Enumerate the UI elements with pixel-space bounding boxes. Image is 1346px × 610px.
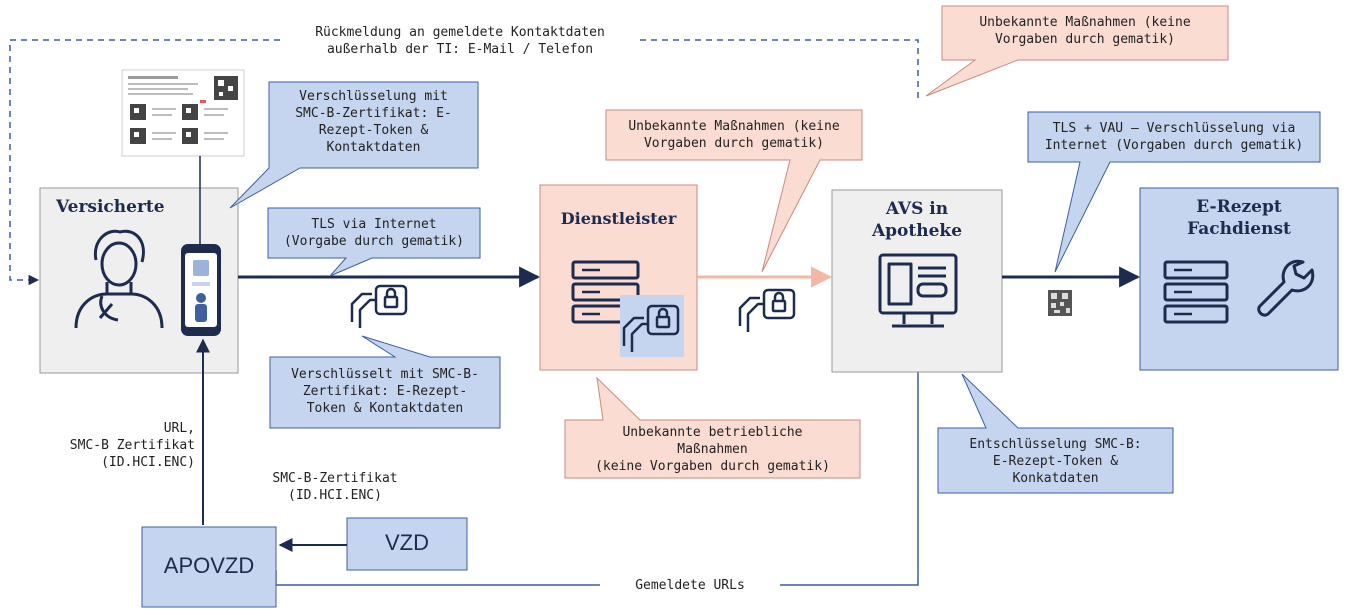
- avs-box: [831, 189, 1003, 373]
- monitor-icon: [878, 253, 958, 328]
- rueckmeldung-label: Rückmeldung an gemeldete Kontaktdaten au…: [280, 24, 640, 58]
- person-icon: [74, 229, 164, 329]
- callout-verschluesselung-shape: [229, 81, 479, 209]
- callout-tls-vau: TLS + VAU – Verschlüsselung via Internet…: [1044, 121, 1304, 153]
- wrench-icon: [1257, 259, 1315, 317]
- callout-unbekannt-mitte: Unbekannte Maßnahmen (keine Vorgaben dur…: [628, 119, 840, 151]
- rueckmeldung-dashed-line: [9, 39, 919, 286]
- prescription-document-icon: [121, 69, 245, 157]
- gemeldete-urls-label: Gemeldete URLs: [600, 577, 780, 594]
- callout-entschluesselung-shape: [937, 373, 1174, 494]
- lock-document-icon: [622, 304, 680, 352]
- avs-title: AVS in Apotheke: [871, 199, 963, 241]
- smartphone-icon: [181, 244, 221, 336]
- apovzd-box: [141, 526, 277, 608]
- vzd-box: [346, 517, 468, 571]
- callout-betriebliche: Unbekannte betriebliche Maßnahmen (keine…: [595, 425, 830, 474]
- callout-verschluesselt: Verschlüsselt mit SMC-B- Zertifikat: E-R…: [291, 367, 479, 416]
- smcb-zertifikat-label: SMC-B-Zertifikat (ID.HCI.ENC): [272, 471, 398, 503]
- dienstleister-title: Dienstleister: [560, 209, 677, 228]
- callout-unbekannt-mitte-shape: [605, 109, 863, 273]
- callout-unbekannt-oben-shape: [925, 5, 1229, 97]
- apovzd-label: APOVZD: [163, 553, 255, 578]
- url-smcb-label: URL, SMC-B Zertifikat (ID.HCI.ENC): [69, 421, 195, 470]
- callout-unbekannt-oben: Unbekannte Maßnahmen (keine Vorgaben dur…: [979, 15, 1191, 47]
- qr-code-icon: [1048, 290, 1072, 316]
- callout-verschluesselung: Verschlüsselung mit SMC-B-Zertifikat: E-…: [295, 89, 452, 155]
- lock-document-icon: [738, 288, 796, 332]
- callout-tls-vau-shape: [1027, 111, 1321, 273]
- callout-entschluesselung: Entschlüsselung SMC-B: E-Rezept-Token & …: [969, 437, 1142, 486]
- server-icon: [571, 260, 640, 324]
- vzd-label: VZD: [385, 530, 429, 555]
- callout-verschluesselt-shape: [269, 335, 501, 429]
- fachdienst-title: E-Rezept Fachdienst: [1187, 197, 1291, 239]
- callout-betriebliche-shape: [564, 376, 861, 479]
- lock-document-icon: [350, 284, 408, 328]
- versicherte-title: Versicherte: [56, 197, 165, 217]
- callout-tls-internet: TLS via Internet (Vorgabe durch gematik): [283, 217, 464, 249]
- callout-tls-internet-shape: [267, 207, 481, 277]
- server-icon: [1163, 260, 1229, 324]
